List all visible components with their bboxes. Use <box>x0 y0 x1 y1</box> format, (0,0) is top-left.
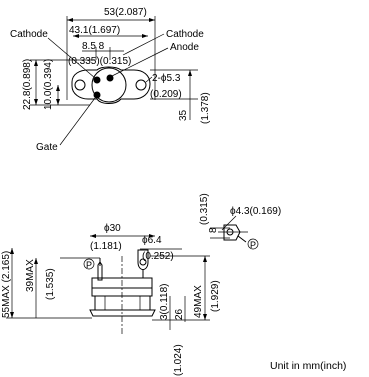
overall-width-label: 53(2.087) <box>104 7 147 18</box>
detail-p-mark-label: P <box>250 240 256 250</box>
detail-height-label: 8 <box>208 227 219 233</box>
terminal-dia-inch-label: (0.252) <box>142 251 174 262</box>
hex-base <box>94 295 151 311</box>
overall-height-label: 22.8(0.898) <box>22 59 33 110</box>
max-39-inch-label: (1.535) <box>45 268 56 300</box>
max-39-label: 39MAX <box>25 259 36 292</box>
anode-label: Anode <box>170 42 199 53</box>
pin-anode <box>106 74 114 82</box>
mount-hole-left <box>74 79 86 91</box>
detail-hole-dia-label: ϕ4.3(0.169) <box>230 206 281 217</box>
body-height-label: 35 <box>178 109 189 121</box>
detail-view: ϕ4.3(0.169) 8 (0.315) P <box>199 193 281 250</box>
mount-hole-right <box>135 79 147 91</box>
top-view: 53(2.087) 43.1(1.697) 8.5 8 (0.335)(0.31… <box>10 7 211 153</box>
flange-outline <box>71 66 151 104</box>
unit-note: Unit in mm(inch) <box>270 360 346 372</box>
detail-p-mark-circle <box>247 238 259 250</box>
mount-holes-inch-label: (0.209) <box>150 89 182 100</box>
max-height-label: 55MAX (2.165) <box>1 251 12 318</box>
terminal-dia-label: ϕ6.4 <box>142 235 162 246</box>
terminal-lug <box>137 249 149 270</box>
cathode-left-label: Cathode <box>10 29 48 40</box>
gate-label: Gate <box>36 142 58 153</box>
dim-26-label: 26 <box>174 308 185 320</box>
max-49-label: 49MAX <box>193 285 204 318</box>
hole-spacing-label: 43.1(1.697) <box>69 25 120 36</box>
cathode-right-label: Cathode <box>166 29 204 40</box>
body-circle <box>91 67 127 103</box>
mount-holes-label: 2-ϕ5.3 <box>152 73 181 84</box>
pin-cathode <box>93 76 101 84</box>
p-mark-label: P <box>86 260 92 270</box>
pin-pitch-inch-label: (0.335)(0.315) <box>68 56 131 67</box>
pin-offset-label: 10.0(0.394) <box>43 59 54 110</box>
pin-gate <box>93 91 101 99</box>
body-dia-label: ϕ30 <box>104 223 121 234</box>
max-49-inch-label: (1.929) <box>210 280 221 312</box>
dim-26-inch-label: (1.024) <box>173 344 184 376</box>
p-mark-circle <box>83 258 95 270</box>
pin-pitch-label: 8.5 8 <box>82 41 105 52</box>
body-height-inch-label: (1.378) <box>200 92 211 124</box>
detail-height-inch-label: (0.315) <box>199 193 210 225</box>
body-dia-inch-label: (1.181) <box>90 241 122 252</box>
side-view: ϕ30 (1.181) ϕ6.4 (0.252) P 55MAX (2.165) <box>1 223 221 376</box>
dim-3-label: 3(0.118) <box>159 283 170 320</box>
